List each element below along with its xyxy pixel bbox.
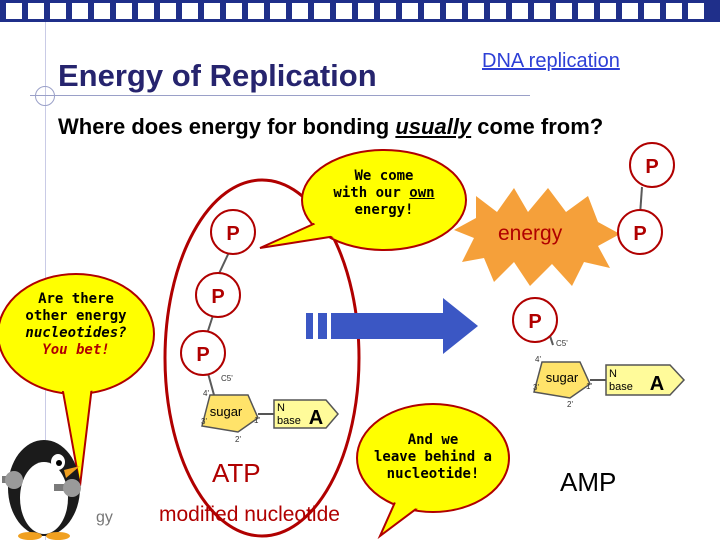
svg-text:4': 4' [203, 389, 209, 398]
header-square [688, 3, 704, 19]
header-square [622, 3, 638, 19]
svg-text:P: P [528, 311, 541, 333]
bubble-line: with our own [333, 185, 435, 201]
header-square [534, 3, 550, 19]
atp-oval [163, 178, 361, 538]
header-square [248, 3, 264, 19]
svg-text:P: P [645, 156, 658, 178]
modified-nucleotide-label: modified nucleotide [159, 503, 340, 526]
header-square [644, 3, 660, 19]
phosphate-atp-2: P [195, 272, 241, 318]
phosphate-released-2: P [617, 209, 663, 255]
header-square [270, 3, 286, 19]
header-square [468, 3, 484, 19]
amp-nucleoside: sugar C5' 4' 3' 2' 1' N base A [533, 339, 686, 409]
bubble-line: We come [354, 168, 414, 184]
header-square [116, 3, 132, 19]
slide-title: Energy of Replication [58, 58, 377, 93]
header-square [666, 3, 682, 19]
header-square [226, 3, 242, 19]
svg-text:1': 1' [254, 416, 260, 425]
footer-fragment: gy [96, 509, 113, 526]
svg-text:base: base [277, 415, 301, 427]
bubble-other-nucleotides-text: Are there other energy nucleotides? You … [6, 291, 146, 359]
energy-label: energy [498, 222, 563, 245]
header-square [160, 3, 176, 19]
amp-label: AMP [560, 467, 617, 497]
question-text: Where does energy for bonding usually co… [58, 114, 603, 140]
header-square [28, 3, 44, 19]
header-square [490, 3, 506, 19]
header-square [336, 3, 352, 19]
svg-text:sugar: sugar [546, 370, 579, 385]
header-square [72, 3, 88, 19]
bubble-line: You bet! [42, 342, 110, 358]
svg-text:2': 2' [235, 435, 241, 444]
bubble-own-energy [259, 149, 467, 251]
header-square [314, 3, 330, 19]
svg-text:3': 3' [533, 383, 539, 392]
bubble-line: leave behind a [373, 449, 492, 465]
phosphate-atp-3: P [180, 330, 226, 376]
header-square [204, 3, 220, 19]
header-square [182, 3, 198, 19]
svg-text:3': 3' [201, 417, 207, 426]
right-arrow-icon [306, 298, 478, 354]
bubble-leave-behind [356, 403, 510, 540]
bubble-line: nucleotides? [25, 325, 127, 341]
phosphate-released-1: P [629, 142, 675, 188]
bubble-own-energy-text: We come with our own energy! [320, 168, 448, 219]
svg-text:2': 2' [567, 400, 573, 409]
svg-text:P: P [633, 223, 646, 245]
question-suffix: come from? [471, 114, 604, 139]
svg-text:sugar: sugar [210, 404, 243, 419]
svg-text:N: N [277, 402, 285, 414]
header-square [292, 3, 308, 19]
dna-replication-link[interactable]: DNA replication [482, 50, 620, 72]
bubble-line: energy! [354, 202, 414, 218]
energy-burst [454, 188, 620, 286]
question-prefix: Where does energy for bonding [58, 114, 396, 139]
crosshair-icon [35, 86, 55, 106]
header-square [424, 3, 440, 19]
bubble-line: other energy [25, 308, 127, 324]
header-square [138, 3, 154, 19]
question-emphasis: usually [395, 114, 472, 139]
bubble-leave-behind-text: And we leave behind a nucleotide! [365, 432, 501, 483]
svg-text:P: P [226, 223, 239, 245]
title-underline [30, 95, 530, 96]
header-square [600, 3, 616, 19]
header-square [556, 3, 572, 19]
svg-text:A: A [650, 373, 664, 395]
svg-text:P: P [196, 344, 209, 366]
header-square [50, 3, 66, 19]
svg-text:base: base [609, 381, 633, 393]
header-square [380, 3, 396, 19]
penguin-icon [2, 440, 81, 540]
header-square [358, 3, 374, 19]
svg-text:P: P [211, 286, 224, 308]
bubble-line: Are there [38, 291, 114, 307]
phosphate-amp: P [512, 297, 558, 343]
phosphate-atp-1: P [210, 209, 256, 255]
header-square [446, 3, 462, 19]
svg-text:C5': C5' [556, 339, 568, 348]
header-square [512, 3, 528, 19]
svg-text:4': 4' [535, 355, 541, 364]
header-bar [0, 0, 720, 22]
header-square [94, 3, 110, 19]
svg-text:N: N [609, 368, 617, 380]
bubble-other-nucleotides [0, 273, 155, 487]
atp-label: ATP [212, 458, 261, 488]
header-square [402, 3, 418, 19]
header-square [578, 3, 594, 19]
header-square [6, 3, 22, 19]
svg-text:A: A [309, 407, 323, 429]
svg-text:1': 1' [586, 382, 592, 391]
svg-text:C5': C5' [221, 374, 233, 383]
bubble-line: nucleotide! [386, 466, 480, 482]
atp-nucleoside: sugar C5' 4' 3' 2' 1' N base A [201, 374, 339, 444]
bubble-line: And we [407, 432, 459, 448]
